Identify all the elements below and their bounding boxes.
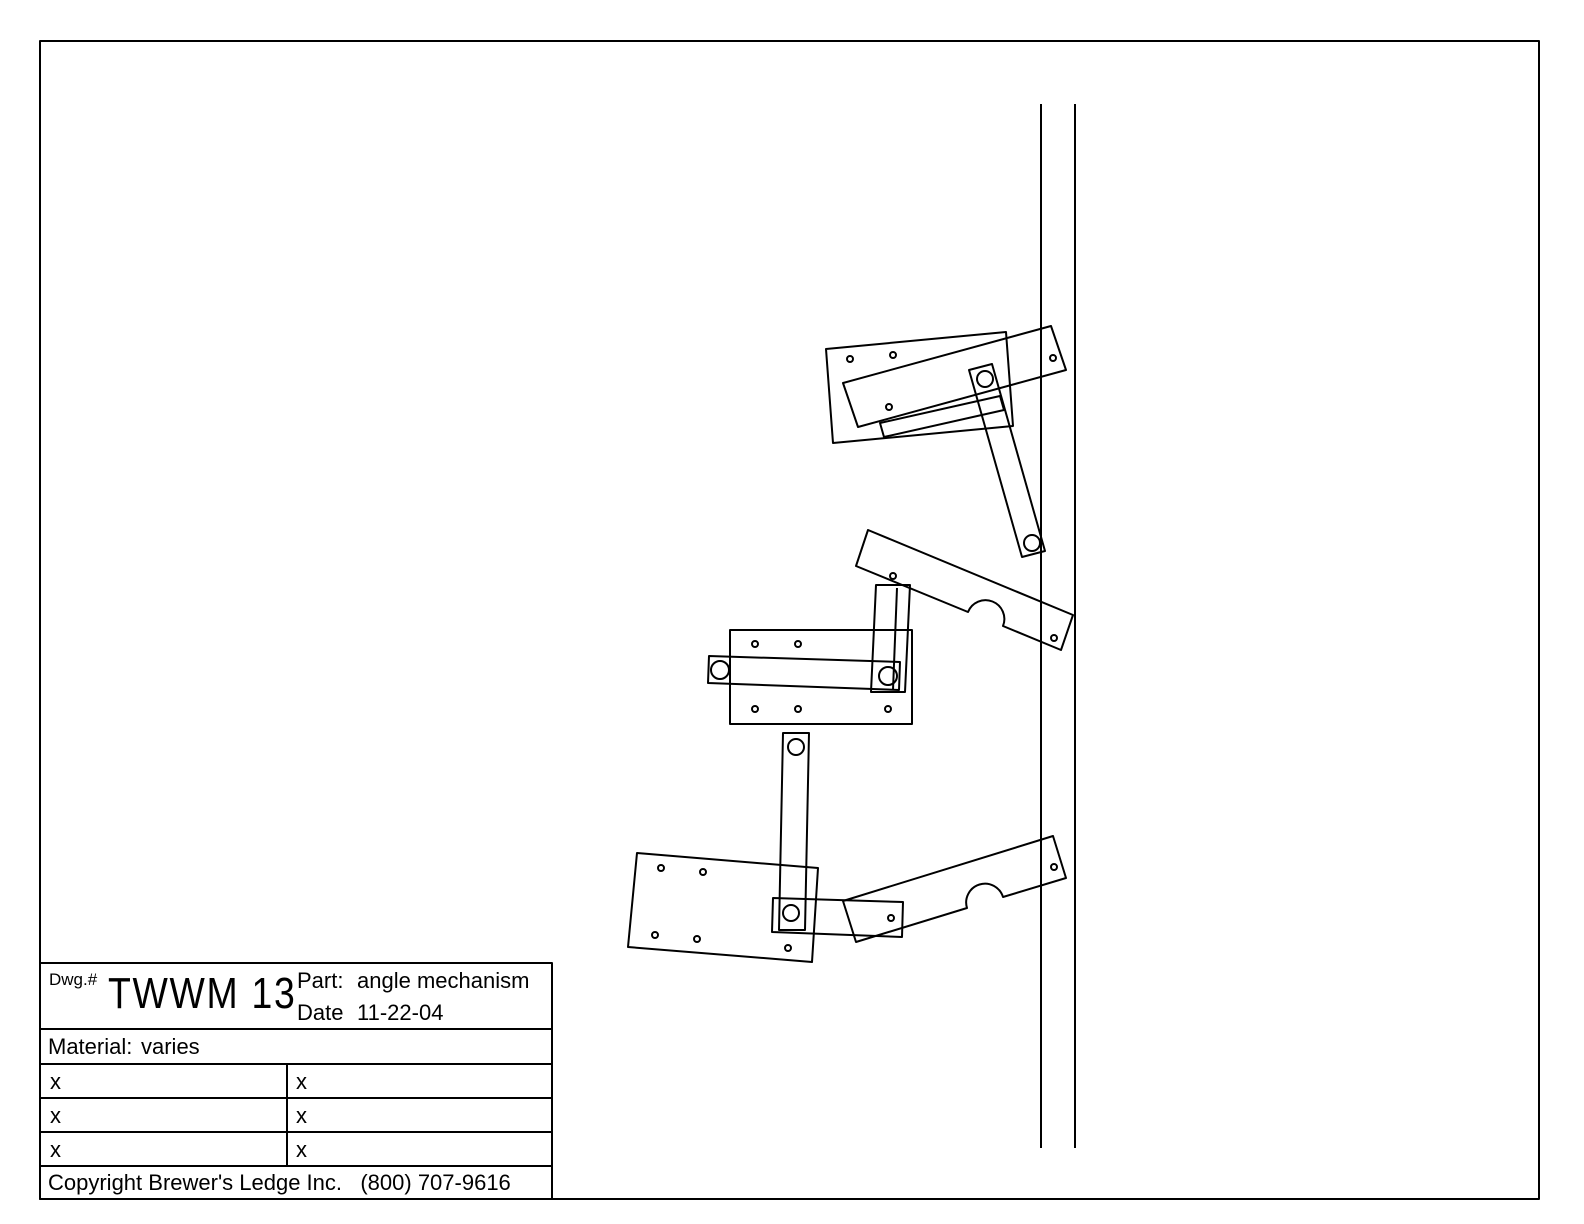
mechanism-middle [708, 530, 1073, 724]
pivot-bottom-upper [788, 739, 804, 755]
row-3-left: x [50, 1139, 61, 1161]
hole [752, 641, 758, 647]
material-value: varies [141, 1036, 200, 1058]
hole [1051, 864, 1057, 870]
pivot-bottom-lower [783, 905, 799, 921]
hinge-bar-top [843, 326, 1066, 427]
date-value: 11-22-04 [357, 1002, 443, 1024]
hole [1051, 635, 1057, 641]
pivot-top-lower [1024, 535, 1040, 551]
vertical-link-middle [871, 585, 910, 692]
hole [658, 865, 664, 871]
part-label: Part: [297, 970, 343, 992]
hole [785, 945, 791, 951]
row-1-left: x [50, 1071, 61, 1093]
hole [888, 915, 894, 921]
hole [890, 352, 896, 358]
mechanism-top [826, 326, 1066, 557]
hole [694, 936, 700, 942]
row-1-right: x [296, 1071, 307, 1093]
mechanism-bottom [628, 733, 1066, 962]
hole [885, 706, 891, 712]
hole [795, 641, 801, 647]
hole [890, 573, 896, 579]
hole [1050, 355, 1056, 361]
dwg-label: Dwg.# [49, 971, 97, 988]
row-2-right: x [296, 1105, 307, 1127]
hole [847, 356, 853, 362]
pivot-middle-left [711, 661, 729, 679]
hole [795, 706, 801, 712]
date-label: Date [297, 1002, 343, 1024]
hole [652, 932, 658, 938]
hole [700, 869, 706, 875]
copyright-text: Copyright Brewer's Ledge Inc. (800) 707-… [48, 1172, 511, 1194]
material-label: Material: [48, 1036, 132, 1058]
hinge-bar-bottom [843, 836, 1066, 942]
row-2-left: x [50, 1105, 61, 1127]
hole [752, 706, 758, 712]
dwg-number: TWWM 13 [108, 972, 297, 1016]
row-3-right: x [296, 1139, 307, 1161]
plate-edge-bottom [772, 898, 903, 937]
part-value: angle mechanism [357, 970, 529, 992]
link-bar-bottom [779, 733, 809, 930]
sheet-border [40, 41, 1539, 1199]
pivot-top-upper [977, 371, 993, 387]
hole [886, 404, 892, 410]
